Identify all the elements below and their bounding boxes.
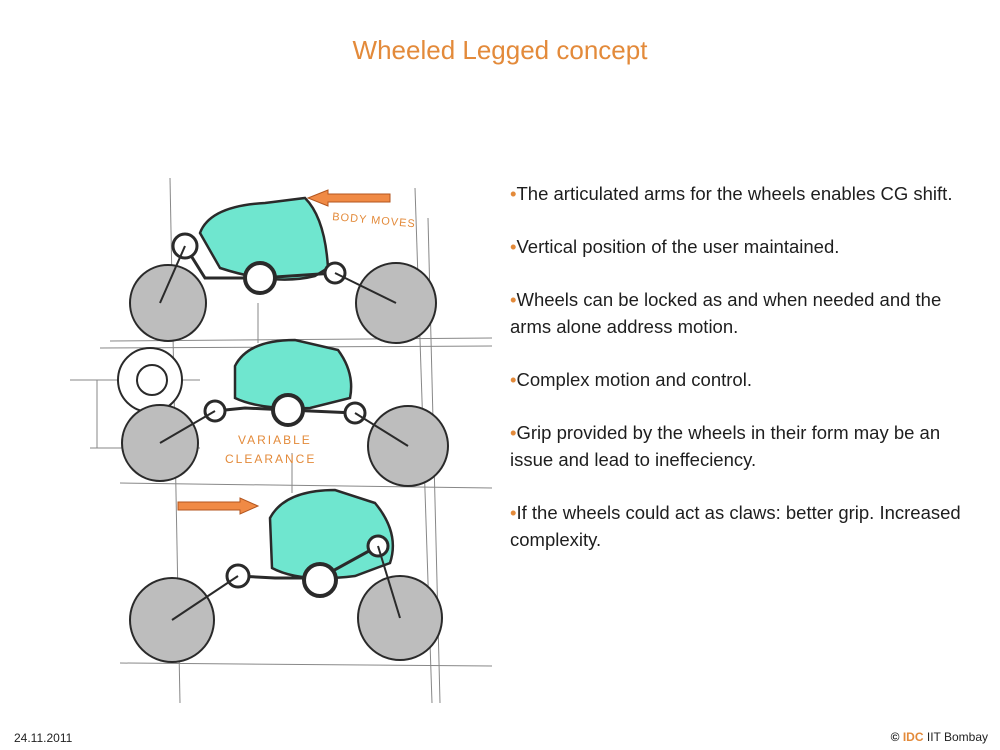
sketch-drawing: BODY MOVES VARIABLE CLEARANCE bbox=[70, 177, 492, 703]
bullet-item: •Vertical position of the user maintaine… bbox=[510, 233, 980, 260]
footer-date: 24.11.2011 bbox=[14, 731, 73, 745]
arm-joint bbox=[271, 393, 305, 427]
wheeled-legged-sketch: BODY MOVES VARIABLE CLEARANCE bbox=[60, 158, 492, 703]
bullet-text: Vertical position of the user maintained… bbox=[516, 236, 840, 257]
bullet-marker: • bbox=[510, 236, 517, 257]
variable-label: VARIABLE bbox=[238, 433, 312, 447]
bullet-text: Grip provided by the wheels in their for… bbox=[510, 422, 941, 470]
bullet-marker: • bbox=[510, 289, 517, 310]
arm-joint bbox=[243, 261, 277, 295]
bullet-text: The articulated arms for the wheels enab… bbox=[516, 183, 953, 204]
clearance-label: CLEARANCE bbox=[225, 452, 316, 466]
robot-top: BODY MOVES bbox=[129, 189, 437, 344]
bullet-item: •Grip provided by the wheels in their fo… bbox=[510, 419, 980, 473]
bullet-marker: • bbox=[510, 502, 517, 523]
institute-name: IIT Bombay bbox=[926, 730, 988, 744]
bullet-marker: • bbox=[510, 183, 517, 204]
bullet-marker: • bbox=[510, 422, 517, 443]
slide-title: Wheeled Legged concept bbox=[352, 35, 648, 65]
ground-line bbox=[119, 662, 492, 667]
move-right-arrow bbox=[177, 497, 260, 515]
bullet-text: Wheels can be locked as and when needed … bbox=[510, 289, 942, 337]
footer-brand: © IDC IIT Bombay bbox=[891, 730, 988, 744]
body-moves-arrow bbox=[306, 189, 391, 207]
user-body bbox=[233, 338, 353, 410]
wheel bbox=[129, 264, 207, 342]
bullet-item: •The articulated arms for the wheels ena… bbox=[510, 180, 980, 207]
bullet-text: Complex motion and control. bbox=[516, 369, 752, 390]
arm-joint bbox=[302, 562, 338, 598]
bullet-text: If the wheels could act as claws: better… bbox=[510, 502, 961, 550]
robot-middle: VARIABLE CLEARANCE bbox=[117, 338, 449, 487]
robot-bottom bbox=[129, 488, 443, 663]
copyright-icon: © bbox=[890, 730, 900, 744]
bullet-item: •Wheels can be locked as and when needed… bbox=[510, 286, 980, 340]
user-body bbox=[268, 488, 395, 580]
ground-line bbox=[119, 482, 492, 489]
bullet-list: •The articulated arms for the wheels ena… bbox=[510, 180, 980, 579]
body-moves-label: BODY MOVES bbox=[332, 211, 416, 230]
bullet-item: •If the wheels could act as claws: bette… bbox=[510, 499, 980, 553]
bullet-marker: • bbox=[510, 369, 517, 390]
org-name: IDC bbox=[902, 730, 924, 744]
bullet-item: •Complex motion and control. bbox=[510, 366, 980, 393]
